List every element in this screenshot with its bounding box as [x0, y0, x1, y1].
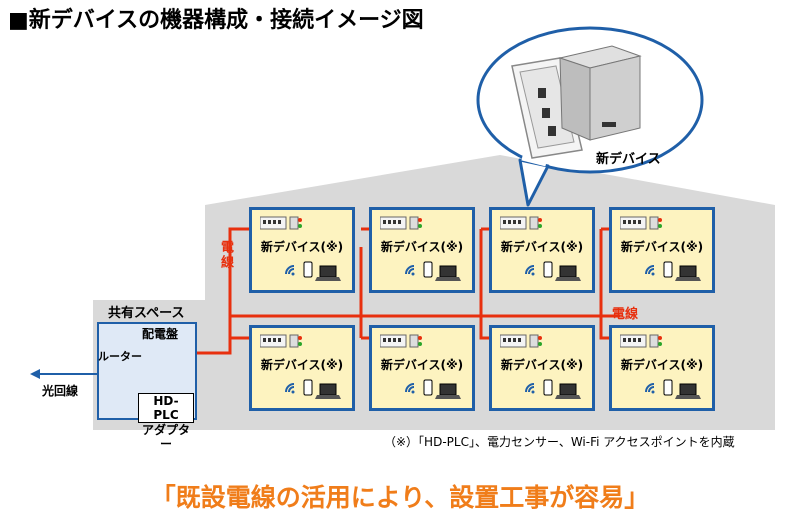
- unit-label: 新デバイス(※): [380, 240, 464, 254]
- router-label: ルーター: [98, 350, 142, 363]
- distribution-panel-icon: [380, 216, 422, 230]
- apartment-unit: 新デバイス(※): [609, 207, 715, 293]
- fiber-line-label: 光回線: [42, 384, 79, 398]
- wifi-phone-laptop-icon: [405, 261, 461, 281]
- distribution-panel-icon: [620, 334, 662, 348]
- unit-label: 新デバイス(※): [260, 358, 344, 372]
- wifi-phone-laptop-icon: [285, 379, 341, 399]
- wifi-phone-laptop-icon: [525, 379, 581, 399]
- apartment-unit: 新デバイス(※): [489, 325, 595, 411]
- plc-adapter-label: HD-PLC アダプター: [138, 393, 194, 451]
- wifi-phone-laptop-icon: [645, 261, 701, 281]
- apartment-unit: 新デバイス(※): [249, 207, 355, 293]
- footnote: （※）「HD-PLC」、電力センサー、Wi-Fi アクセスポイントを内蔵: [384, 435, 735, 449]
- bubble-device-label: 新デバイス: [596, 152, 661, 167]
- apartment-unit: 新デバイス(※): [369, 207, 475, 293]
- distribution-panel-icon: [500, 334, 542, 348]
- apartment-unit: 新デバイス(※): [609, 325, 715, 411]
- distribution-panel-icon: [620, 216, 662, 230]
- plc-adapter-name: HD-PLC: [138, 393, 194, 423]
- wifi-phone-laptop-icon: [285, 261, 341, 281]
- unit-label: 新デバイス(※): [620, 358, 704, 372]
- distribution-panel-icon: [380, 334, 422, 348]
- wifi-phone-laptop-icon: [525, 261, 581, 281]
- distribution-board-label: 配電盤: [142, 327, 179, 341]
- apartment-unit: 新デバイス(※): [489, 207, 595, 293]
- wifi-phone-laptop-icon: [405, 379, 461, 399]
- wire-label-vertical: 電線: [218, 240, 233, 270]
- page-title: ■新デバイスの機器構成・接続イメージ図: [8, 8, 424, 33]
- distribution-panel-icon: [500, 216, 542, 230]
- unit-label: 新デバイス(※): [380, 358, 464, 372]
- distribution-panel-icon: [260, 216, 302, 230]
- wifi-phone-laptop-icon: [645, 379, 701, 399]
- apartment-unit: 新デバイス(※): [249, 325, 355, 411]
- plc-adapter-type: アダプター: [141, 423, 190, 451]
- shared-space-label: 共有スペース: [108, 306, 185, 321]
- apartment-unit: 新デバイス(※): [369, 325, 475, 411]
- slogan: 「既設電線の活用により、設置工事が容易」: [150, 483, 650, 512]
- unit-label: 新デバイス(※): [500, 240, 584, 254]
- outlet-device-illustration: [511, 45, 642, 159]
- unit-label: 新デバイス(※): [500, 358, 584, 372]
- power-wiring: [193, 227, 620, 355]
- unit-label: 新デバイス(※): [260, 240, 344, 254]
- wire-label-right: 電線: [612, 307, 639, 322]
- unit-label: 新デバイス(※): [620, 240, 704, 254]
- distribution-panel-icon: [260, 334, 302, 348]
